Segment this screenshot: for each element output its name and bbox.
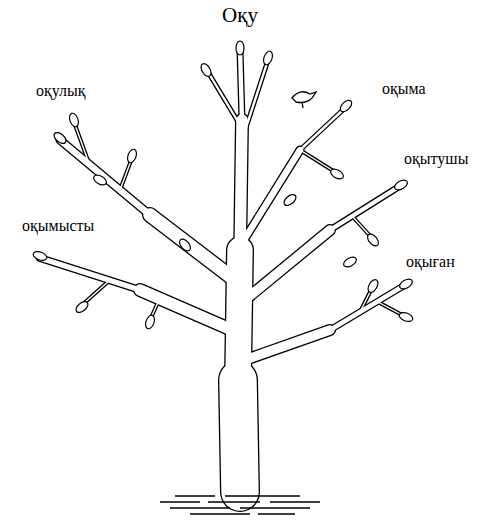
branch-word: оқымысты xyxy=(20,217,96,235)
title: Оқу xyxy=(220,4,260,27)
branch-word: оқытушы xyxy=(402,150,470,168)
branch-word: оқыма xyxy=(380,80,428,98)
branch-word: оқыған xyxy=(404,253,457,271)
ground-hatching xyxy=(160,496,320,514)
branch-word: оқулық xyxy=(34,82,88,100)
bird xyxy=(292,92,316,108)
